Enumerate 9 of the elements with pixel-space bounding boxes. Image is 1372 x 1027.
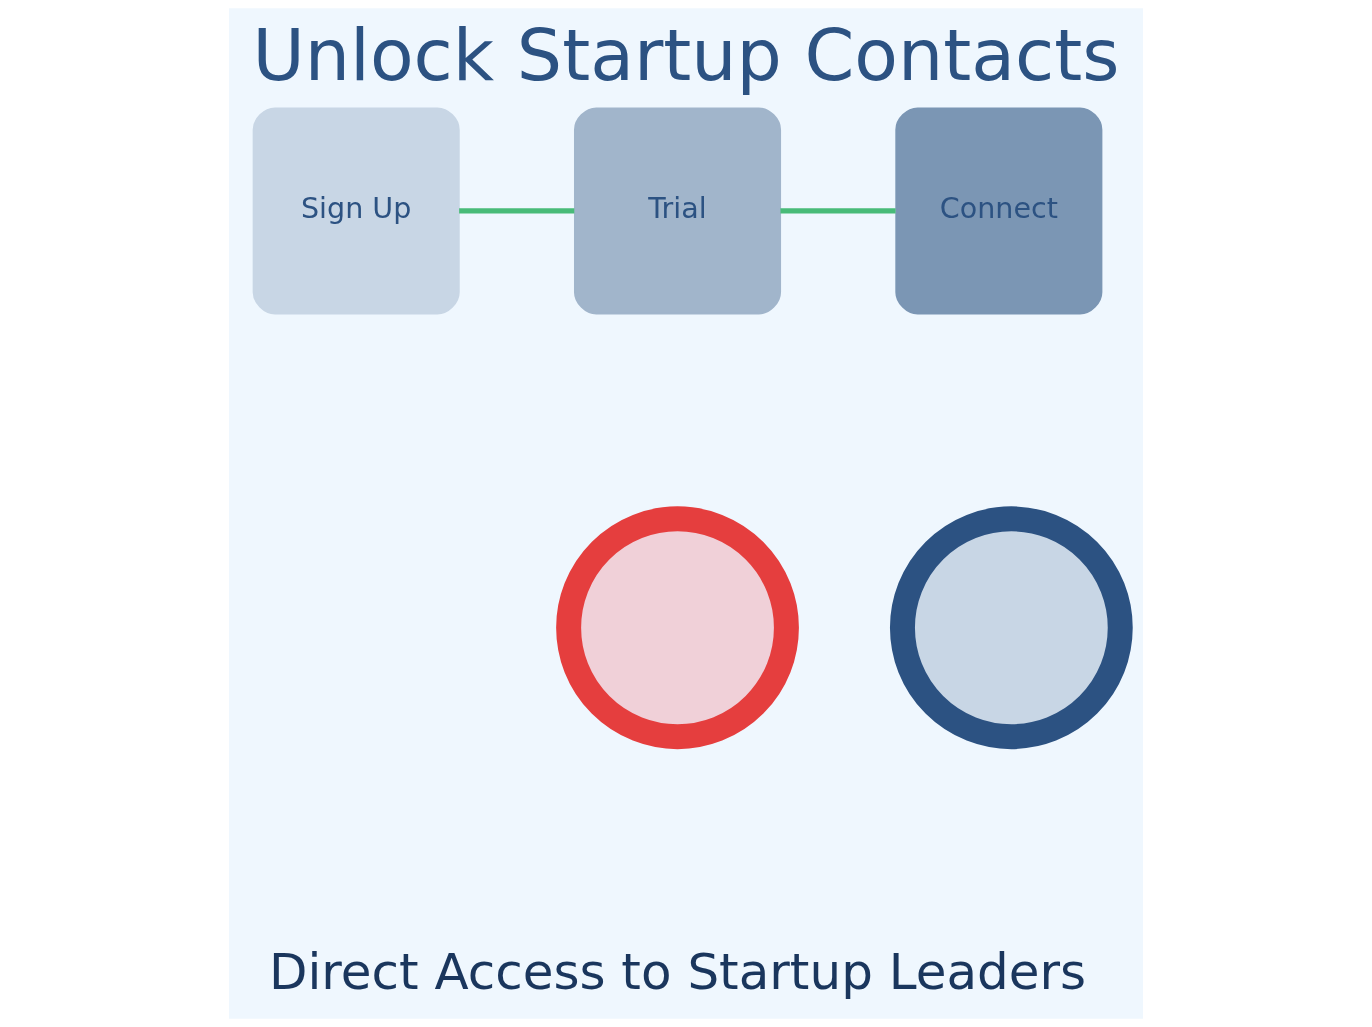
connector (459, 208, 575, 214)
node-person (556, 506, 799, 750)
node-box: Connect (895, 107, 1103, 315)
diagram-title: Unlock Startup Contacts (252, 13, 1120, 97)
connector (780, 208, 896, 214)
node-box: Sign Up (252, 107, 460, 315)
node-box: Trial (573, 107, 782, 315)
caption: Direct Access to Startup Leaders (268, 943, 1087, 1002)
node-person (889, 506, 1133, 750)
